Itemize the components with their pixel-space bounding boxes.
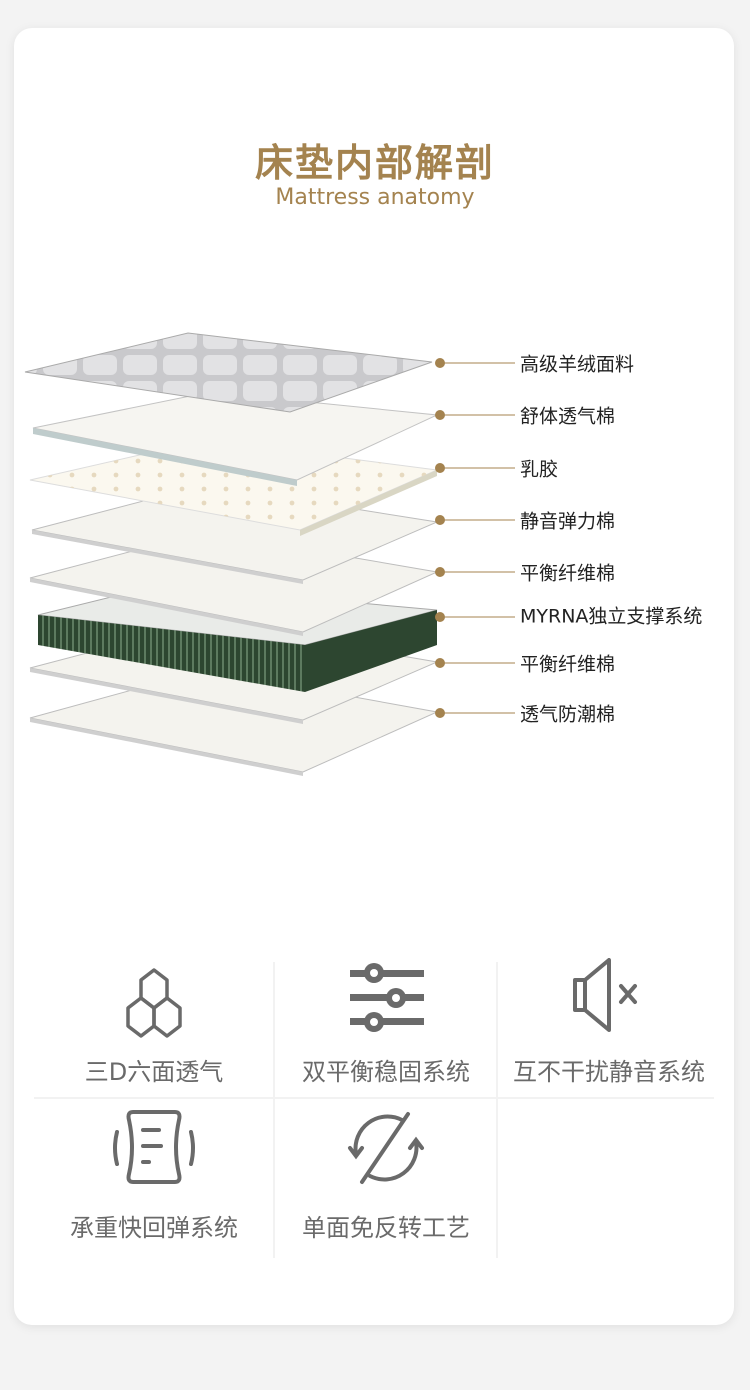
layer-label: 静音弹力棉 bbox=[520, 510, 616, 533]
feature-item: 承重快回弹系统 bbox=[44, 1108, 264, 1248]
leader-lines bbox=[435, 358, 515, 718]
page-subtitle: Mattress anatomy bbox=[275, 185, 475, 210]
layer-label: 乳胶 bbox=[520, 458, 559, 481]
feature-item: 双平衡稳固系统 bbox=[276, 958, 496, 1098]
layer-label: 平衡纤维棉 bbox=[520, 562, 616, 585]
feature-label: 三D六面透气 bbox=[84, 1058, 224, 1086]
speaker-mute-icon bbox=[573, 958, 637, 1032]
divider bbox=[496, 962, 498, 1258]
divider bbox=[34, 1097, 714, 1099]
layer-label: 透气防潮棉 bbox=[520, 703, 616, 726]
layer-label: MYRNA独立支撑系统 bbox=[520, 605, 703, 628]
hexagon-cluster-icon bbox=[126, 968, 182, 1038]
divider bbox=[273, 962, 275, 1258]
no-flip-icon bbox=[348, 1112, 424, 1184]
feature-label: 承重快回弹系统 bbox=[70, 1214, 238, 1242]
rebound-icon bbox=[113, 1110, 195, 1184]
mattress-layers-illustration bbox=[24, 332, 515, 776]
layer-label: 高级羊绒面料 bbox=[520, 353, 635, 376]
layer-label: 平衡纤维棉 bbox=[520, 653, 616, 676]
feature-label: 单面免反转工艺 bbox=[302, 1214, 470, 1242]
feature-item: 互不干扰静音系统 bbox=[499, 958, 719, 1098]
feature-item: 单面免反转工艺 bbox=[276, 1108, 496, 1248]
sliders-icon bbox=[350, 963, 424, 1032]
feature-label: 互不干扰静音系统 bbox=[513, 1058, 705, 1086]
layer-cashmere-fabric bbox=[24, 332, 433, 413]
feature-item: 三D六面透气 bbox=[44, 966, 264, 1106]
feature-label: 双平衡稳固系统 bbox=[302, 1058, 470, 1086]
layer-label: 舒体透气棉 bbox=[520, 405, 616, 428]
page-title: 床垫内部解剖 bbox=[254, 141, 495, 185]
